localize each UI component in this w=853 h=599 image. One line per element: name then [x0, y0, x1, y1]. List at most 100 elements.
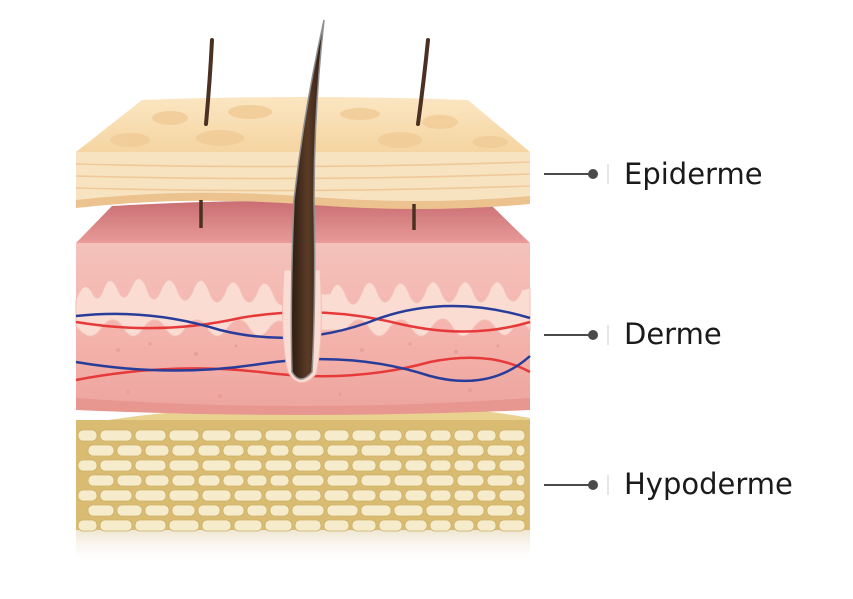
fat-cell [453, 429, 475, 442]
fat-cell [233, 459, 263, 472]
fat-cell [134, 519, 167, 532]
label-derme: Derme [624, 317, 722, 351]
fat-cell [323, 459, 350, 472]
fat-cell [197, 504, 221, 517]
fat-cell [87, 444, 115, 457]
fat-cell [99, 459, 133, 472]
fat-cell [486, 444, 514, 457]
fat-cell [171, 444, 196, 457]
fat-cell [515, 474, 526, 487]
fat-cell [378, 489, 403, 502]
fat-cell [429, 489, 452, 502]
fat-cell [201, 519, 232, 532]
small-hair-right [412, 38, 430, 230]
fat-cell [134, 489, 167, 502]
fat-cell [264, 519, 293, 532]
fat-cell [222, 504, 245, 517]
fat-cell [77, 489, 98, 502]
fat-cell [323, 429, 350, 442]
fat-cell [197, 444, 221, 457]
fat-cell [326, 474, 359, 487]
fat-cell [116, 474, 143, 487]
fat-cell [425, 444, 455, 457]
fat-cell [134, 429, 167, 442]
fat-cell [233, 489, 263, 502]
fat-cell [201, 459, 232, 472]
fat-cell [425, 474, 455, 487]
fat-cell [393, 504, 424, 517]
fat-cell [429, 429, 452, 442]
fat-cell [486, 504, 514, 517]
fat-cell [116, 504, 143, 517]
leader-line-epiderme [544, 164, 609, 184]
fat-cell [87, 504, 115, 517]
fat-cell [393, 444, 424, 457]
fat-cell [326, 504, 359, 517]
fat-cell [246, 504, 268, 517]
fat-cell [351, 459, 377, 472]
fat-cell [144, 444, 170, 457]
fat-cell [476, 429, 497, 442]
fat-cell [360, 504, 392, 517]
hypodermis-layer [76, 405, 530, 532]
fat-cell [291, 444, 325, 457]
fat-cell [144, 504, 170, 517]
fat-cell [294, 429, 322, 442]
fat-cell [99, 519, 133, 532]
fat-cell [378, 429, 403, 442]
fat-cell [246, 474, 268, 487]
fat-cell [378, 459, 403, 472]
main-hair-follicle [282, 19, 325, 383]
small-hair-left [199, 38, 214, 228]
vein-lower [75, 355, 531, 383]
fat-cell [498, 429, 526, 442]
fat-cell [515, 444, 526, 457]
fat-cell [404, 519, 428, 532]
fat-cell [294, 519, 322, 532]
fat-cell [453, 459, 475, 472]
fat-cell [360, 474, 392, 487]
fat-cell [351, 429, 377, 442]
fat-cell [404, 429, 428, 442]
fat-cell [294, 489, 322, 502]
fat-cell [323, 519, 350, 532]
fat-cell [498, 489, 526, 502]
fat-cell [116, 444, 143, 457]
leader-line-derme [544, 325, 609, 345]
fat-cell [87, 474, 115, 487]
fat-cell [429, 519, 452, 532]
fat-cell [77, 429, 98, 442]
fat-cell [498, 459, 526, 472]
hair-shaft [290, 19, 325, 380]
fat-cell [404, 459, 428, 472]
fat-cell [429, 459, 452, 472]
fat-cell [201, 489, 232, 502]
fat-cell [168, 429, 200, 442]
fat-cell [378, 519, 403, 532]
fat-cells [77, 429, 526, 532]
label-hypoderme: Hypoderme [624, 467, 793, 501]
fat-cell [498, 519, 526, 532]
fat-cell [269, 504, 290, 517]
fat-cell [326, 444, 359, 457]
fat-cell [233, 519, 263, 532]
fat-cell [453, 519, 475, 532]
dermis-bottom-edge [76, 398, 530, 415]
fat-cell [99, 489, 133, 502]
fat-cell [456, 504, 485, 517]
fat-cell [134, 459, 167, 472]
fat-cell [264, 429, 293, 442]
dermis-speckles [116, 342, 500, 398]
fat-cell [486, 474, 514, 487]
fat-cell [264, 489, 293, 502]
fat-cell [197, 474, 221, 487]
fat-cell [456, 444, 485, 457]
fat-cell [404, 489, 428, 502]
label-epiderme: Epiderme [624, 157, 763, 191]
fat-cell [171, 504, 196, 517]
fat-cell [351, 519, 377, 532]
fat-cell [222, 474, 245, 487]
fat-cell [233, 429, 263, 442]
fat-cell [201, 429, 232, 442]
